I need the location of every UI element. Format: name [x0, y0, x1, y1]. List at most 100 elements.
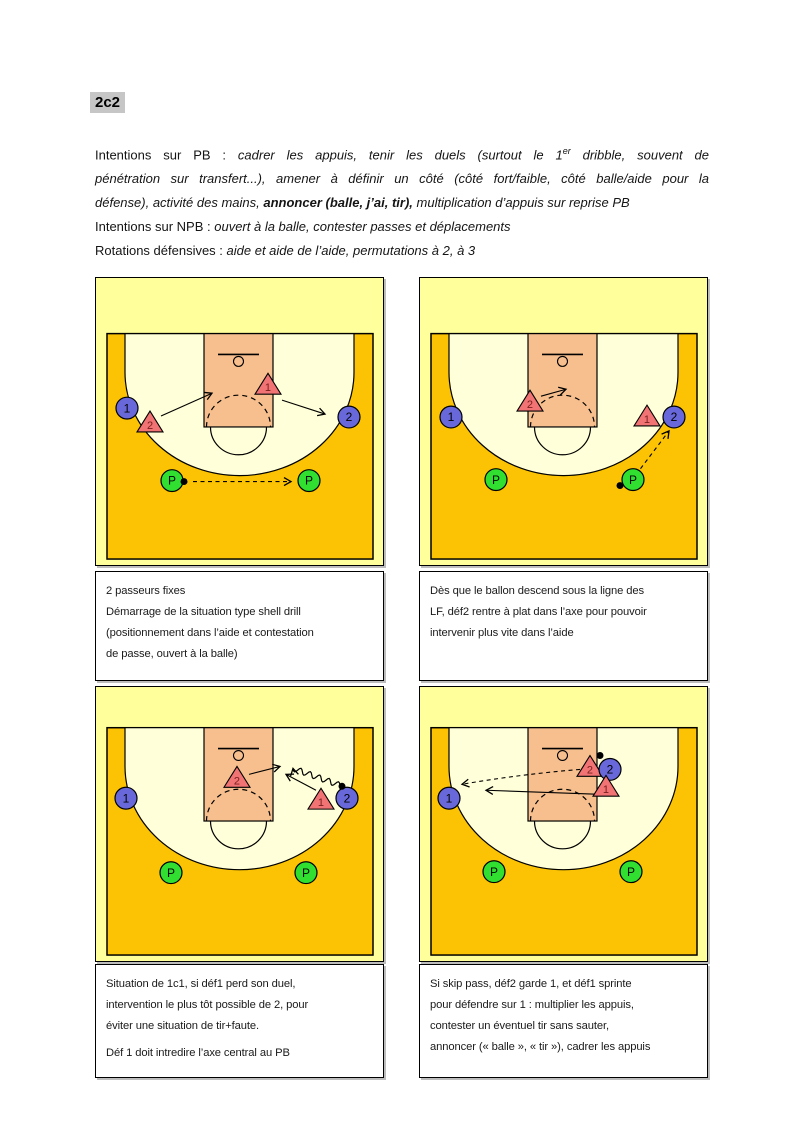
- caption-text: 2 passeurs fixes Démarrage de la situati…: [106, 585, 314, 660]
- text-run: cadrer les appuis, tenir les duels (surt…: [237, 147, 563, 163]
- defender1-sprint-arrow: [484, 785, 597, 796]
- caption-diagram-1: 2 passeurs fixes Démarrage de la situati…: [95, 571, 384, 681]
- defender-2: 2: [136, 410, 164, 433]
- caption-text: Dès que le ballon descend sous la ligne …: [430, 585, 647, 639]
- free-throw-circle-dashed: [529, 394, 596, 427]
- free-throw-circle-solid: [533, 426, 592, 456]
- defender-1: 1: [633, 404, 661, 427]
- text-run: ouvert à la balle, contester passes et d…: [214, 219, 511, 235]
- intro-line: pénétration sur transfert...), amener à …: [95, 167, 709, 191]
- intro-paragraph: Intentions sur PB : cadrer les appuis, t…: [95, 139, 709, 263]
- text-run: dribble, souvent de: [570, 147, 709, 163]
- defender-1: 1: [307, 787, 335, 810]
- rim: [232, 749, 245, 762]
- passer-left: P: [160, 469, 184, 493]
- text-run: Intentions sur NPB :: [95, 219, 215, 235]
- attacker-2: 2: [662, 405, 686, 429]
- ball: [338, 782, 346, 790]
- free-throw-circle-solid: [533, 821, 592, 850]
- svg-text:1: 1: [446, 791, 453, 805]
- ball: [616, 482, 624, 490]
- svg-text:2: 2: [587, 764, 593, 776]
- intro-line: Intentions sur NPB : ouvert à la balle, …: [95, 215, 709, 239]
- text-run: défense), activité des mains,: [95, 195, 264, 211]
- passer-right: P: [297, 469, 321, 493]
- free-throw-circle-dashed: [205, 394, 272, 427]
- page-title: 2c2: [90, 92, 126, 113]
- text-run: multiplication d’appuis sur reprise PB: [416, 195, 630, 211]
- defender2-move-arrow: [160, 391, 214, 417]
- pass-arrow: [635, 429, 670, 475]
- ball: [596, 752, 604, 759]
- svg-text:P: P: [167, 866, 175, 880]
- svg-text:P: P: [492, 473, 500, 487]
- defender1-move-arrow: [284, 773, 317, 791]
- svg-text:2: 2: [346, 410, 353, 424]
- attacker-2: 2: [337, 405, 361, 429]
- defender1-move-arrow: [281, 399, 327, 417]
- text-run: annoncer (balle, j’ai, tir),: [263, 195, 417, 211]
- svg-text:1: 1: [124, 401, 131, 415]
- caption-diagram-3: Situation de 1c1, si déf1 perd son duel,…: [95, 964, 384, 1078]
- svg-text:1: 1: [644, 414, 650, 426]
- intro-line: Intentions sur PB : cadrer les appuis, t…: [95, 139, 709, 167]
- rim: [556, 355, 569, 367]
- rim: [232, 355, 245, 367]
- free-throw-circle-solid: [209, 821, 268, 850]
- text-run: aide et aide de l’aide, permutations à 2…: [226, 243, 476, 259]
- passer-right: P: [621, 468, 645, 492]
- attacker-1: 1: [114, 786, 138, 810]
- caption-diagram-4: Si skip pass, déf2 garde 1, et déf1 spri…: [419, 964, 708, 1078]
- svg-text:1: 1: [318, 797, 324, 809]
- defender-2: 2: [223, 765, 251, 788]
- caption-diagram-2: Dès que le ballon descend sous la ligne …: [419, 571, 708, 681]
- text-run: Intentions sur PB :: [95, 147, 238, 163]
- free-throw-circle-dashed: [529, 788, 596, 822]
- passer-left: P: [484, 468, 508, 492]
- passer-left: P: [482, 860, 506, 884]
- svg-text:2: 2: [607, 763, 614, 777]
- defender-2: 2: [516, 389, 544, 412]
- svg-text:2: 2: [671, 410, 678, 424]
- intro-line: défense), activité des mains, annoncer (…: [95, 191, 709, 215]
- caption-text: Déf 1 doit intredire l’axe central au PB: [106, 1047, 290, 1059]
- svg-text:P: P: [627, 865, 635, 879]
- svg-text:1: 1: [123, 791, 130, 805]
- caption-text: Situation de 1c1, si déf1 perd son duel,…: [106, 978, 309, 1032]
- svg-text:P: P: [490, 865, 498, 879]
- intro-line: Rotations défensives : aide et aide de l…: [95, 239, 709, 263]
- passer-right: P: [619, 860, 643, 884]
- defender2-move-arrow: [248, 763, 282, 775]
- key-paint: [527, 333, 598, 428]
- text-run: pénétration sur transfert...), amener à …: [95, 171, 709, 187]
- svg-text:1: 1: [603, 784, 609, 796]
- defender-1: 1: [592, 774, 620, 797]
- text-run: Rotations défensives :: [95, 243, 227, 259]
- svg-text:P: P: [302, 866, 310, 880]
- skip-pass-arrow: [460, 768, 581, 788]
- passer-right: P: [294, 861, 318, 885]
- passer-left: P: [159, 861, 183, 885]
- svg-text:P: P: [168, 474, 176, 488]
- attacker-2: 2: [335, 786, 359, 810]
- free-throw-circle-dashed: [205, 788, 272, 822]
- caption-text: Si skip pass, déf2 garde 1, et déf1 spri…: [430, 978, 651, 1053]
- dribble-line: [289, 767, 341, 787]
- rim: [556, 749, 569, 762]
- svg-text:2: 2: [234, 775, 240, 787]
- defender-1: 1: [254, 372, 282, 395]
- attacker-1: 1: [439, 405, 463, 429]
- key-paint: [203, 333, 274, 428]
- text-run: er: [562, 146, 571, 156]
- svg-text:2: 2: [147, 420, 153, 432]
- svg-text:P: P: [305, 474, 313, 488]
- svg-text:P: P: [629, 473, 637, 487]
- defender2-move-arrow: [540, 386, 568, 397]
- svg-text:1: 1: [265, 382, 271, 394]
- svg-text:1: 1: [448, 410, 455, 424]
- attacker-2: 2: [598, 757, 622, 781]
